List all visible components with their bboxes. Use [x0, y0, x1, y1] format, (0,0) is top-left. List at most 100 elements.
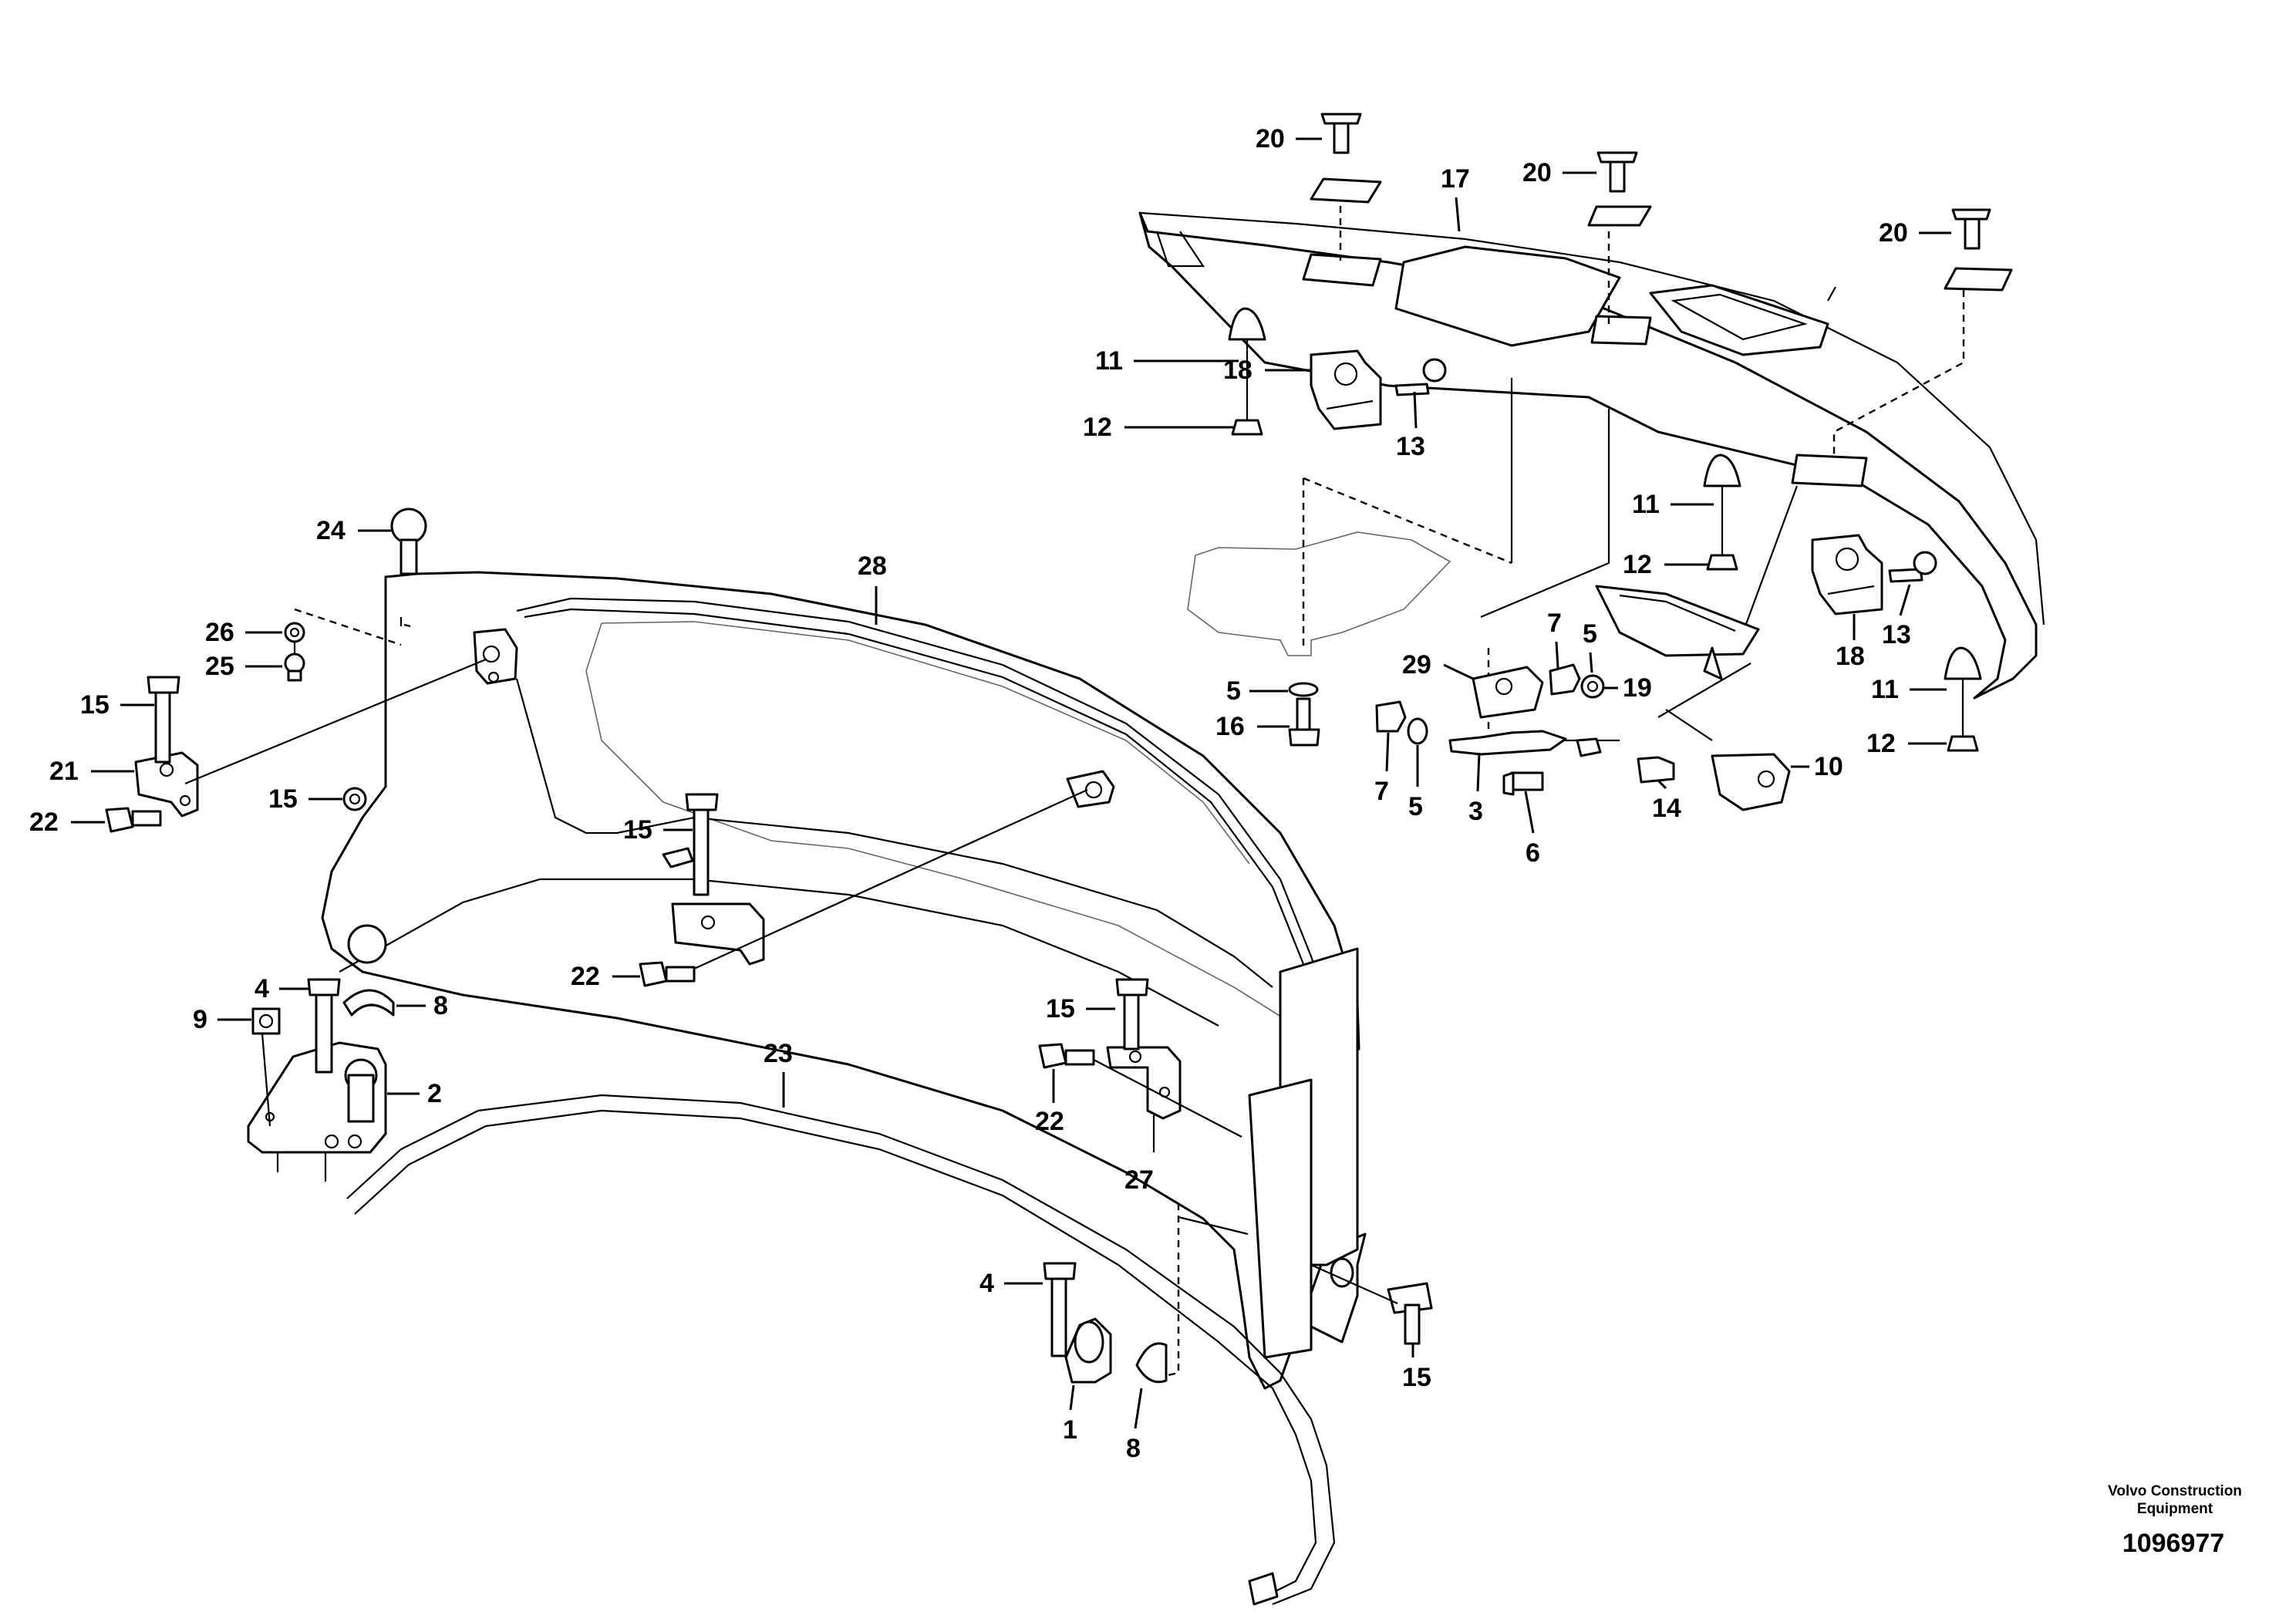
seal-strip-23 [346, 1094, 1336, 1606]
callout-7-a: 7 [1547, 609, 1562, 669]
svg-text:7: 7 [1374, 777, 1389, 806]
svg-text:11: 11 [1095, 346, 1123, 376]
svg-text:18: 18 [1223, 356, 1253, 385]
callout-18-b: 18 [1836, 614, 1865, 671]
svg-text:20: 20 [1522, 158, 1552, 187]
callout-25: 25 [205, 652, 282, 681]
hinge-left [1310, 349, 1447, 430]
svg-text:27: 27 [1124, 1165, 1154, 1195]
svg-text:25: 25 [205, 652, 234, 681]
svg-text:22: 22 [571, 962, 600, 991]
callout-5-a: 5 [1226, 676, 1288, 706]
callout-2: 2 [387, 1079, 442, 1108]
callout-15-d: 15 [1046, 994, 1115, 1023]
callout-26: 26 [205, 618, 282, 647]
assembly-lines-lower [184, 608, 1398, 1378]
svg-text:2: 2 [427, 1079, 442, 1108]
svg-text:3: 3 [1468, 797, 1483, 826]
panel-insulation-pad [1187, 531, 1451, 656]
callout-4-b: 4 [979, 1269, 1043, 1298]
svg-text:12: 12 [1623, 550, 1652, 579]
svg-text:19: 19 [1623, 673, 1652, 703]
hardware-cluster [1375, 663, 1791, 811]
svg-text:12: 12 [1866, 729, 1896, 758]
nut-26 [284, 622, 305, 643]
svg-text:4: 4 [255, 974, 269, 1003]
callout-4-a: 4 [255, 974, 308, 1003]
grommet-24 [390, 508, 427, 575]
callout-17: 17 [1441, 164, 1470, 232]
svg-text:15: 15 [80, 690, 110, 720]
callout-16: 16 [1215, 712, 1290, 741]
svg-text:22: 22 [1035, 1107, 1064, 1136]
nut-9 [251, 1007, 281, 1035]
svg-text:12: 12 [1083, 413, 1112, 442]
svg-text:20: 20 [1256, 124, 1285, 153]
bolt-16 [1288, 682, 1320, 747]
callout-8-b: 8 [1126, 1388, 1143, 1463]
callout-23: 23 [764, 1039, 793, 1108]
washer-8-left [342, 989, 395, 1017]
callout-6: 6 [1524, 791, 1540, 868]
svg-text:8: 8 [433, 991, 448, 1020]
callout-19: 19 [1604, 673, 1652, 703]
bolt-20-c [1944, 208, 2013, 292]
svg-text:15: 15 [1046, 994, 1075, 1023]
svg-text:4: 4 [979, 1269, 994, 1298]
brand-line-1: Volvo Construction [2108, 1483, 2242, 1499]
callout-15-e: 15 [1402, 1344, 1431, 1392]
callout-21: 21 [49, 757, 134, 786]
bolt-15-bracket-21 [147, 676, 180, 764]
svg-text:26: 26 [205, 618, 234, 647]
svg-text:5: 5 [1583, 619, 1597, 649]
bracket-27 [1106, 978, 1182, 1152]
callout-11-c: 11 [1871, 675, 1947, 704]
callout-20-c: 20 [1879, 218, 1951, 248]
callout-15-a: 15 [80, 690, 154, 720]
bolt-20-b [1587, 151, 1652, 227]
svg-text:5: 5 [1226, 676, 1241, 706]
callout-27: 27 [1124, 1165, 1154, 1195]
brand-block: Volvo Construction Equipment 1096977 [2108, 1483, 2242, 1558]
svg-text:18: 18 [1836, 642, 1865, 671]
bolt-22-middle [639, 961, 696, 987]
hinge-right [1811, 534, 1937, 615]
callout-20-a: 20 [1256, 124, 1322, 153]
latch-19 [1595, 585, 1760, 680]
callout-22-a: 22 [29, 808, 105, 837]
callout-20-b: 20 [1522, 158, 1596, 187]
svg-text:13: 13 [1882, 620, 1911, 649]
callout-15-c: 15 [623, 815, 693, 845]
svg-text:20: 20 [1879, 218, 1908, 248]
callout-15-b: 15 [268, 784, 342, 814]
callout-14: 14 [1652, 779, 1681, 823]
svg-text:5: 5 [1408, 792, 1423, 821]
svg-text:9: 9 [193, 1005, 207, 1034]
svg-text:21: 21 [49, 757, 79, 786]
callout-22-b: 22 [571, 962, 640, 991]
svg-text:14: 14 [1652, 794, 1681, 823]
nut-25 [284, 653, 305, 682]
callout-13-b: 13 [1882, 584, 1911, 649]
svg-text:22: 22 [29, 808, 59, 837]
bolt-22-bracket-27 [1038, 1043, 1095, 1069]
rubber-stop-11-middle [1703, 454, 1741, 571]
bracket-15-middle [671, 793, 765, 966]
svg-text:8: 8 [1126, 1434, 1141, 1463]
callout-11-a: 11 [1095, 346, 1239, 376]
washer-8-lower [1135, 1342, 1168, 1384]
svg-text:24: 24 [316, 516, 346, 545]
callout-10: 10 [1791, 752, 1843, 781]
bracket-1 [1043, 1262, 1112, 1384]
callout-29: 29 [1402, 650, 1474, 680]
callout-12-a: 12 [1083, 413, 1234, 442]
callout-9: 9 [193, 1005, 251, 1034]
callout-8-a: 8 [396, 991, 448, 1020]
brand-line-2: Equipment [2137, 1501, 2213, 1517]
callout-24: 24 [316, 516, 392, 545]
svg-text:10: 10 [1814, 752, 1843, 781]
callout-13-a: 13 [1396, 391, 1425, 461]
bolt-22-bracket-21 [105, 807, 162, 833]
main-cover-28 [321, 571, 1367, 1390]
